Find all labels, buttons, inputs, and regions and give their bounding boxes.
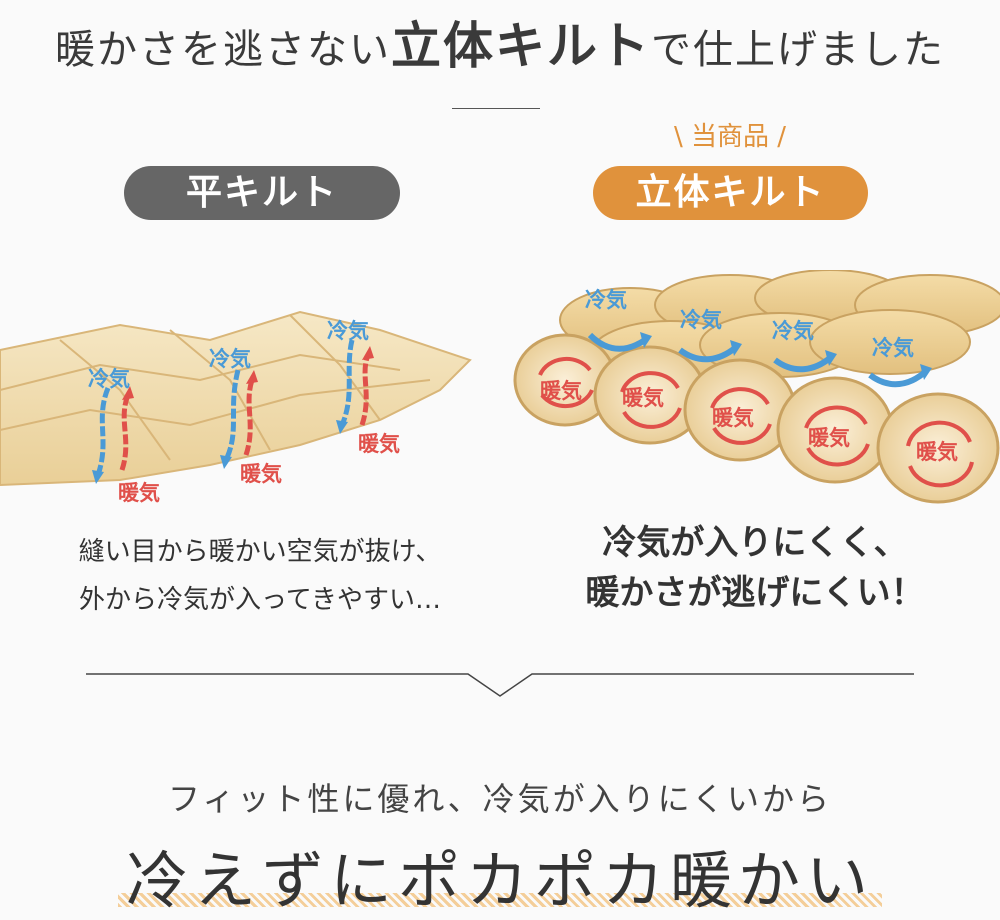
warm-air-label: 暖気 [622,386,664,410]
warm-air-label: 暖気 [808,426,850,450]
cold-air-label: 冷気 [772,319,814,343]
cold-air-label: 冷気 [88,367,130,391]
headline-underline [118,893,882,907]
warm-air-label: 暖気 [240,462,282,486]
page-title: 暖かさを逃さない立体キルトで仕上げました [55,16,945,75]
circular-warm-arrow-icon [538,356,974,488]
warm-air-label: 暖気 [118,481,160,505]
section-divider-arrow [86,673,914,697]
footer-headline: 冷えずにポカポカ暖かい [125,844,874,917]
title-divider [452,108,540,109]
3d-quilt-label: 立体キルト [593,166,868,220]
flat-quilt-label: 平キルト [124,166,400,220]
cold-air-label: 冷気 [680,308,722,332]
warm-air-label: 暖気 [540,379,582,403]
cold-air-label: 冷気 [209,347,251,371]
footer-subheading: フィット性に優れ、冷気が入りにくいから [167,780,833,818]
cold-air-label: 冷気 [585,288,627,312]
flat-quilt-illustration [0,310,472,487]
warm-air-label: 暖気 [358,432,400,456]
cold-air-label: 冷気 [872,336,914,360]
cold-air-label: 冷気 [327,319,369,343]
warm-arrow-icon [119,394,131,471]
3d-quilt-illustration [513,270,1000,504]
our-product-tag: \ 当商品 / [673,122,787,152]
3d-quilt-description: 冷気が入りにくく、 暖かさが逃げにくい！ [585,523,925,613]
warm-air-label: 暖気 [712,406,754,430]
flat-quilt-description: 縫い目から暖かい空気が抜け、 外から冷気が入ってきやすい… [78,537,442,615]
cold-arrow-icon [95,387,111,476]
warm-air-label: 暖気 [916,440,958,464]
cold-swoosh-icon [587,332,927,388]
